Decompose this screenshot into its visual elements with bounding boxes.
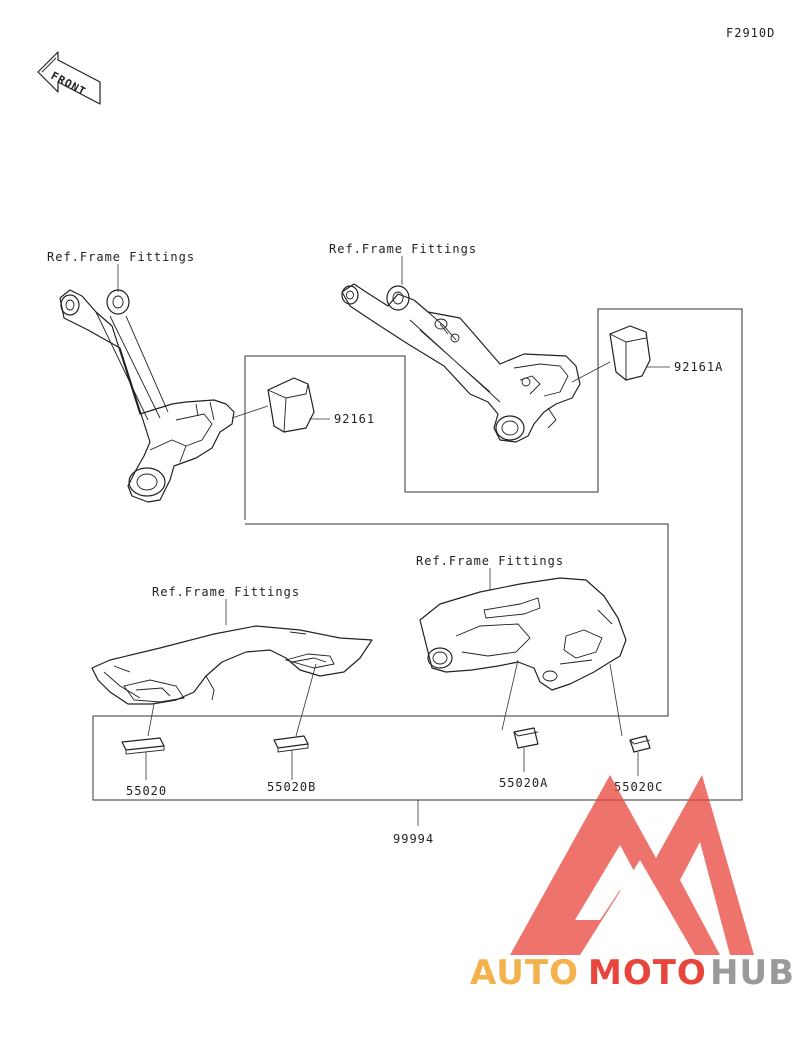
cap-92161A xyxy=(609,325,651,381)
leader-guard-55020 xyxy=(147,703,155,737)
left-heel-guard xyxy=(91,625,373,705)
front-arrow-icon: FRONT xyxy=(37,51,101,105)
part-92161A-label: 92161A xyxy=(674,360,723,374)
watermark-logo xyxy=(510,775,754,955)
pad-55020B xyxy=(273,735,309,753)
part-99994-label: 99994 xyxy=(393,832,434,846)
leader-bracket-cap-2 xyxy=(571,361,611,383)
leader-guard-55020B xyxy=(295,663,317,737)
pad-55020C xyxy=(629,735,651,753)
figure-code: F2910D xyxy=(726,26,775,40)
right-heel-guard xyxy=(419,577,627,691)
ref-label-1: Ref.Frame Fittings xyxy=(47,250,195,264)
left-footpeg-bracket xyxy=(59,289,235,503)
part-55020C-label: 55020C xyxy=(614,780,663,794)
part-55020B-label: 55020B xyxy=(267,780,316,794)
front-label: FRONT xyxy=(49,69,89,98)
part-92161-label: 92161 xyxy=(334,412,375,426)
ref-label-4: Ref.Frame Fittings xyxy=(152,585,300,599)
watermark-hub: HUB xyxy=(710,953,795,993)
part-55020-label: 55020 xyxy=(126,784,167,798)
leader-guard-55020A xyxy=(501,659,519,731)
right-footpeg-bracket xyxy=(341,283,581,443)
watermark-moto: MOTO xyxy=(588,953,707,993)
watermark-text: AUTO MOTO HUB xyxy=(470,953,795,993)
ref-label-2: Ref.Frame Fittings xyxy=(329,242,477,256)
kit-outline xyxy=(92,308,743,801)
watermark-auto: AUTO xyxy=(470,953,579,993)
ref-label-3: Ref.Frame Fittings xyxy=(416,554,564,568)
leader-guard-55020C xyxy=(609,663,623,737)
pad-55020 xyxy=(121,737,165,755)
part-55020A-label: 55020A xyxy=(499,776,548,790)
cap-92161 xyxy=(267,377,315,433)
leader-bracket-cap-1 xyxy=(231,405,269,419)
pad-55020A xyxy=(513,727,539,749)
